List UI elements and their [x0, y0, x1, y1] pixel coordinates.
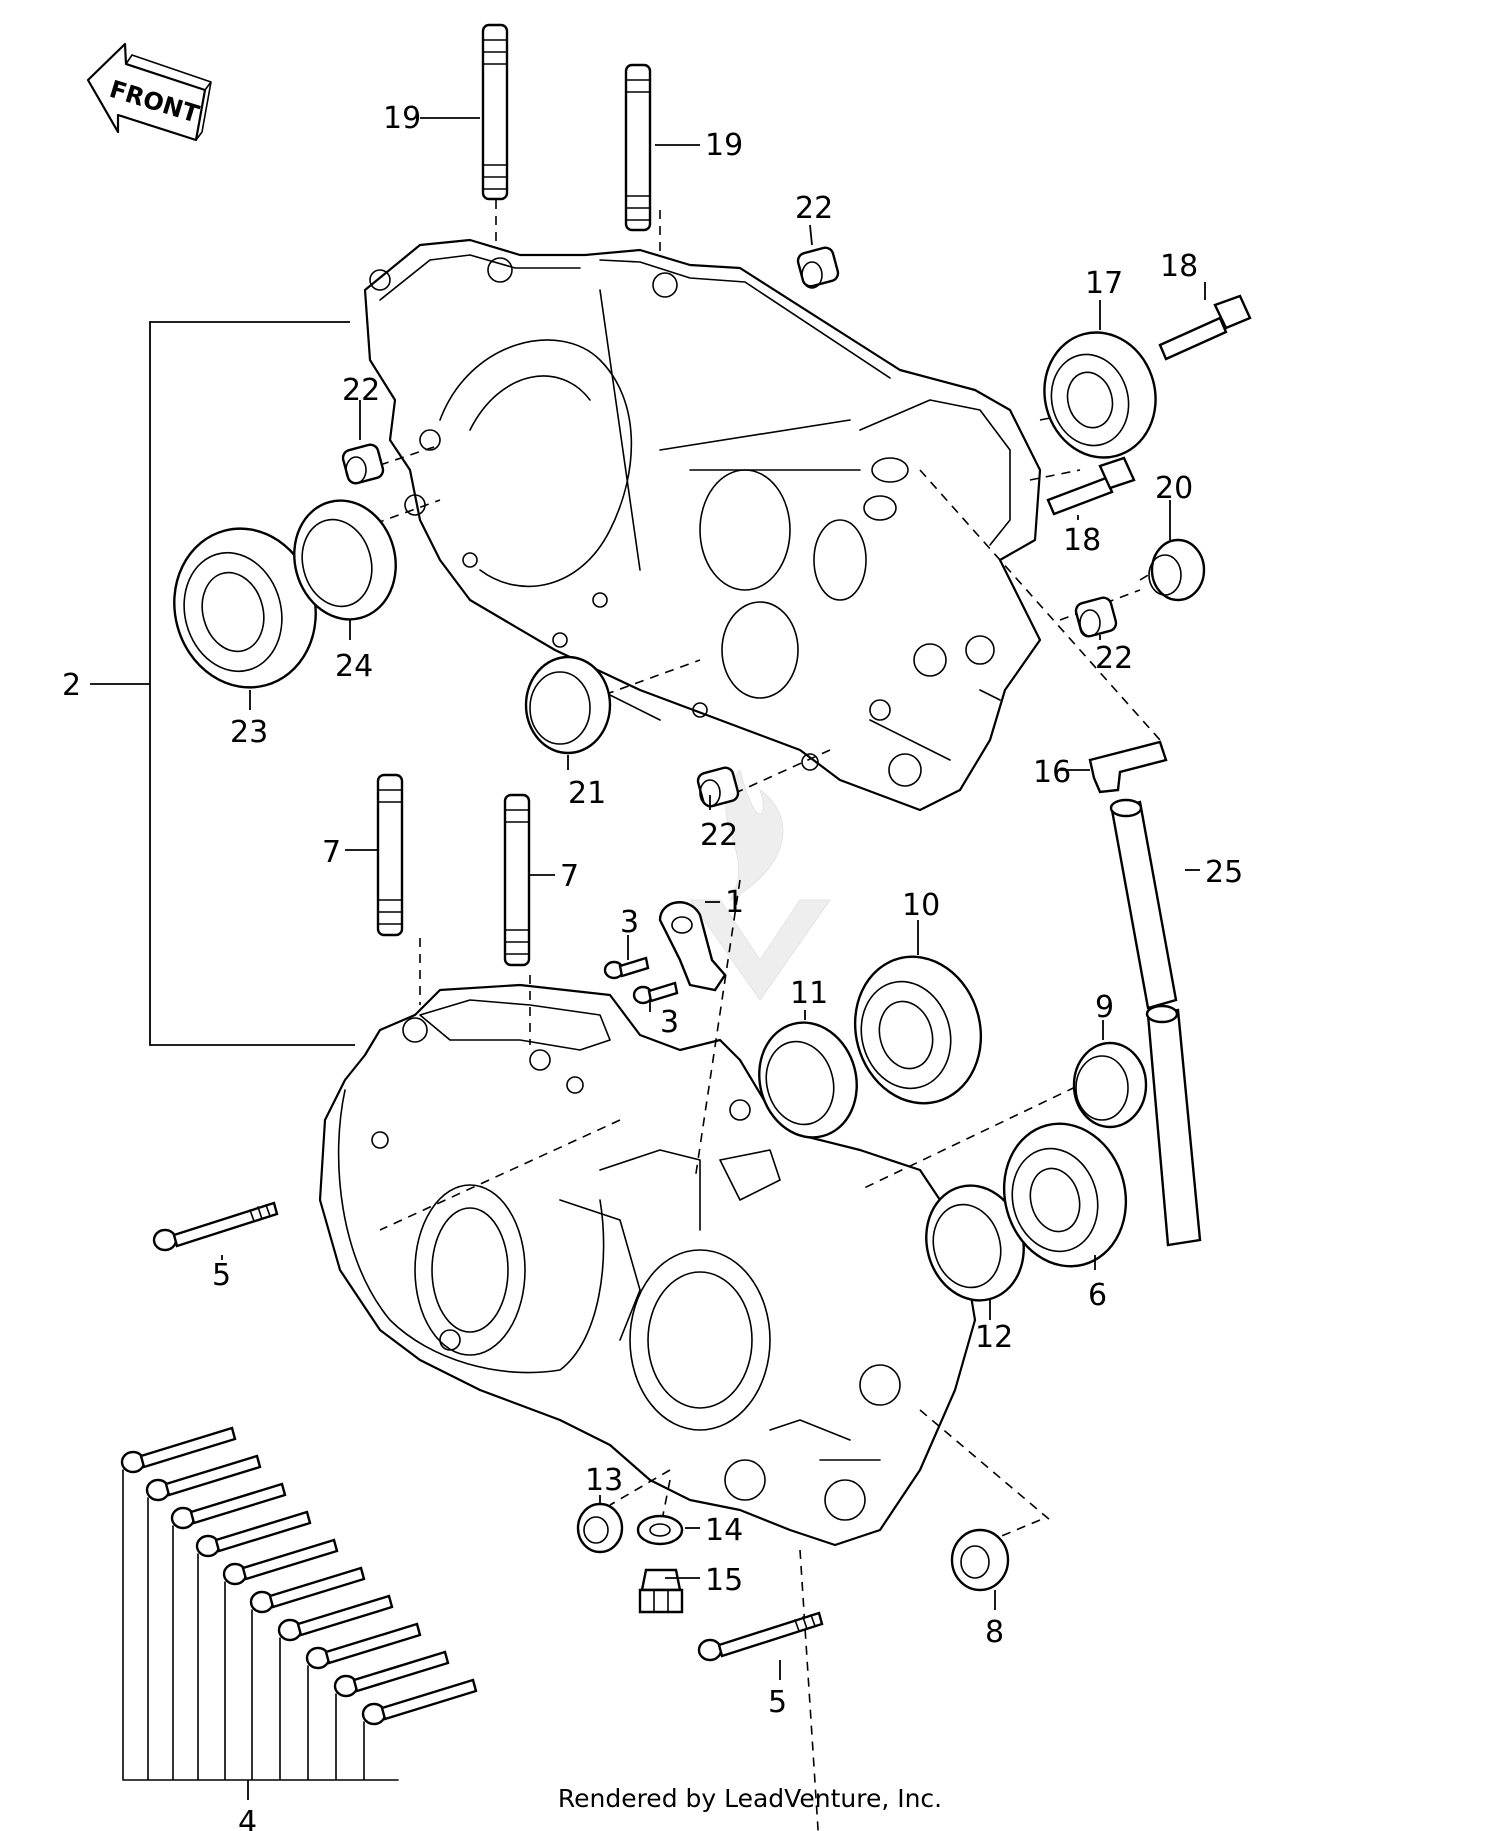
callout-5: 5	[212, 1258, 231, 1293]
screw-3-upper	[603, 956, 650, 980]
callout-23: 23	[230, 715, 268, 750]
leader-lines	[90, 117, 1206, 1680]
front-arrow-icon: FRONT	[86, 42, 212, 142]
bolt-18-top	[1158, 294, 1252, 361]
upper-crankcase-half	[363, 238, 1042, 812]
callout-1: 1	[725, 885, 744, 920]
callout-8: 8	[985, 1615, 1004, 1650]
callout-7: 7	[560, 859, 579, 894]
callout-22: 22	[1095, 641, 1133, 676]
stud-19-left	[481, 23, 509, 201]
seal-11	[758, 1021, 858, 1139]
dowel-22-top	[796, 246, 840, 289]
callout-7: 7	[322, 835, 341, 870]
callout-5: 5	[768, 1685, 787, 1720]
callout-4: 4	[238, 1805, 257, 1831]
bearing-17	[1043, 331, 1157, 459]
bracket-1	[658, 901, 727, 992]
callout-2: 2	[62, 668, 81, 703]
callout-19: 19	[383, 101, 421, 136]
callout-19: 19	[705, 128, 743, 163]
stud-7-left	[376, 773, 404, 937]
callout-10: 10	[902, 888, 940, 923]
hose-25	[1109, 798, 1202, 1247]
callout-17: 17	[1085, 266, 1123, 301]
callout-25: 25	[1205, 855, 1243, 890]
dowel-22-right	[1074, 596, 1118, 638]
callout-18: 18	[1063, 523, 1101, 558]
seal-13	[576, 1502, 624, 1554]
watermark	[689, 768, 831, 1001]
dowel-22-left	[341, 443, 385, 485]
screw-3-lower	[632, 981, 679, 1005]
callout-22: 22	[700, 818, 738, 853]
seal-20	[1148, 538, 1206, 602]
bushing-9	[1072, 1041, 1148, 1129]
callout-18: 18	[1160, 249, 1198, 284]
plug-8	[950, 1528, 1010, 1592]
callout-24: 24	[335, 649, 373, 684]
callout-22: 22	[795, 191, 833, 226]
callout-9: 9	[1095, 990, 1114, 1025]
callout-3: 3	[660, 1005, 679, 1040]
bearing-6	[1002, 1122, 1128, 1268]
callout-labels: 19 19 22 17 18 22 18 20 22 2 24 23 21 22…	[62, 101, 1243, 1831]
washer-14	[636, 1514, 684, 1546]
stud-7-right	[503, 793, 531, 967]
bushing-21	[524, 655, 612, 755]
bolt-5-right	[697, 1611, 824, 1662]
callout-21: 21	[568, 776, 606, 811]
bolt-5-left	[152, 1201, 279, 1252]
render-credit: Rendered by LeadVenture, Inc.	[557, 1784, 943, 1813]
callout-11: 11	[790, 976, 828, 1011]
callout-22: 22	[342, 373, 380, 408]
callout-15: 15	[705, 1563, 743, 1598]
drain-plug-15	[638, 1568, 684, 1614]
callout-12: 12	[975, 1320, 1013, 1355]
callout-14: 14	[705, 1513, 743, 1548]
callout-20: 20	[1155, 471, 1193, 506]
seal-24	[293, 499, 397, 621]
bolt-set-4	[120, 1426, 478, 1800]
bolt-18-bottom	[1046, 456, 1136, 516]
fitting-16	[1088, 740, 1168, 794]
callout-16: 16	[1033, 755, 1071, 790]
callout-3: 3	[620, 905, 639, 940]
stud-19-right	[624, 63, 652, 232]
front-label: FRONT	[106, 75, 203, 129]
lower-crankcase-half	[318, 983, 977, 1547]
callout-13: 13	[585, 1463, 623, 1498]
bearing-10	[853, 955, 983, 1105]
callout-6: 6	[1088, 1278, 1107, 1313]
